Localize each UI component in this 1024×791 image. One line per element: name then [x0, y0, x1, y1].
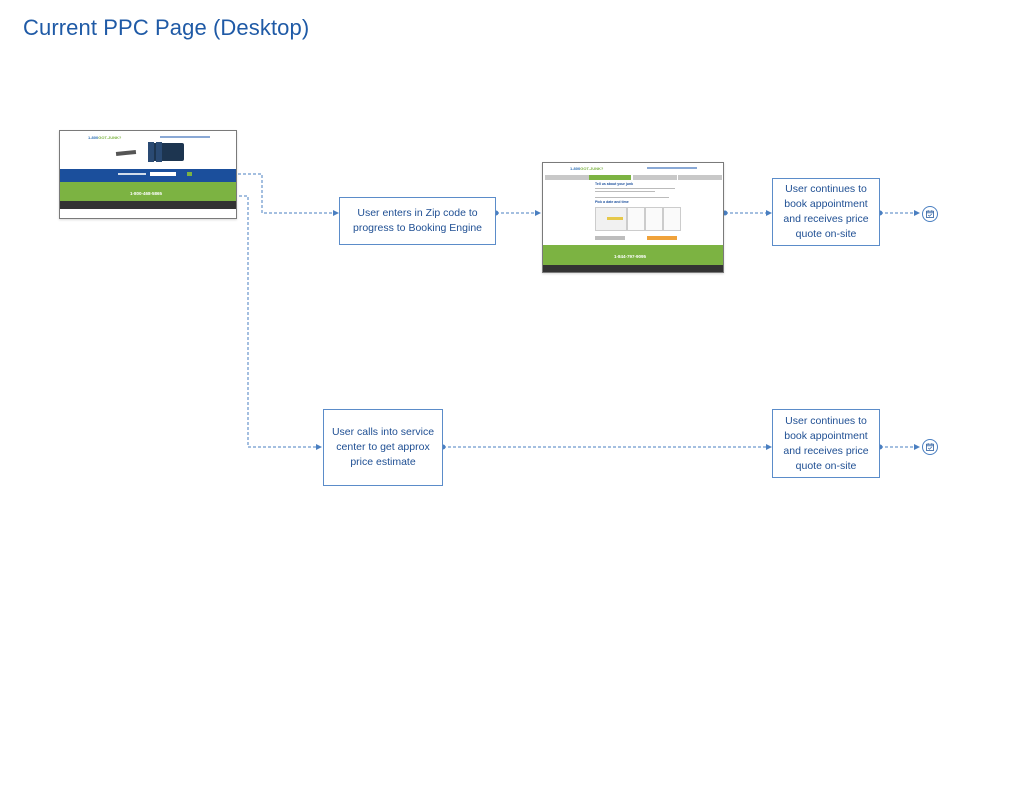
connector-landing-to-calls — [174, 195, 322, 450]
step-book-online-label: User continues to book appointment and r… — [783, 183, 869, 240]
calendar-icon — [922, 206, 938, 222]
step-book-phone: User continues to book appointment and r… — [772, 409, 880, 478]
booking-phone: 1-844-797-9095 — [614, 254, 647, 259]
step-enter-zip-label: User enters in Zip code to progress to B… — [353, 207, 482, 234]
booking-heading: Tell us about your junk — [595, 182, 634, 186]
booking-engine-thumbnail: 1-800GOT-JUNK? Tell us about your junk P… — [542, 162, 724, 273]
page-title: Current PPC Page (Desktop) — [23, 15, 310, 40]
calendar-icon — [922, 439, 938, 455]
landing-page-thumbnail: 1-800GOT-JUNK? 1-800-468-5865 — [59, 130, 237, 219]
booking-logo: 1-800GOT-JUNK? — [570, 166, 604, 171]
landing-logo: 1-800GOT-JUNK? — [88, 135, 122, 140]
step-enter-zip: User enters in Zip code to progress to B… — [339, 197, 496, 245]
step-calls-center: User calls into service center to get ap… — [323, 409, 443, 486]
step-calls-center-label: User calls into service center to get ap… — [331, 426, 435, 468]
step-book-online: User continues to book appointment and r… — [772, 178, 880, 246]
booking-subheading: Pick a date and time — [595, 200, 629, 204]
landing-phone: 1-800-468-5865 — [130, 191, 163, 196]
step-book-phone-label: User continues to book appointment and r… — [783, 414, 869, 472]
